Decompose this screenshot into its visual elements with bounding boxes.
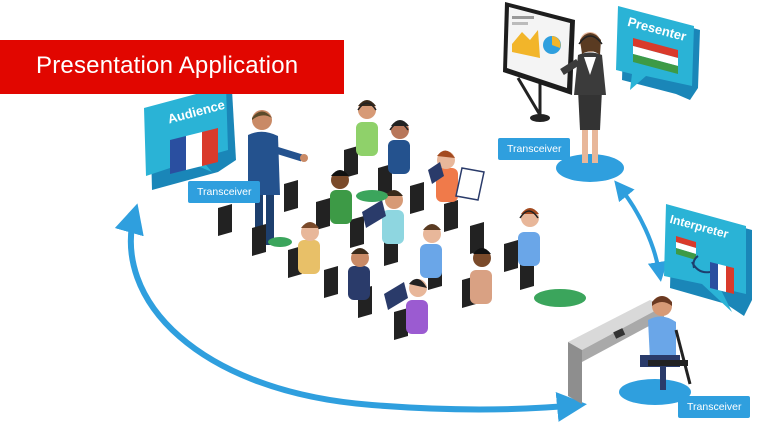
hungary-flag-icon [633,38,678,74]
standing-audience-member [248,110,308,245]
audience-interpreter-arrow [114,203,587,422]
audience-speech-bubble [144,86,236,190]
interpreter-desk [568,296,692,405]
presenter-figure [560,32,606,163]
france-flag-icon [170,128,218,174]
audience-transceiver-label: Transceiver [188,181,261,203]
exchange-arrows-icon [691,255,711,274]
audience-seating [218,100,586,340]
interpreter-transceiver-label: Transceiver [678,396,751,418]
title-banner: Presentation Application [0,40,344,94]
page-title: Presentation Application [36,52,299,79]
presenter-speech-bubble [616,6,700,100]
hungary-france-flags-icon [676,236,734,294]
presenter-interpreter-arrow [614,180,668,282]
presentation-screen-icon [503,2,575,122]
microphone-headset-icon [357,102,539,219]
interpreter-speech-bubble [664,204,752,316]
presenter-transceiver-label: Transceiver [498,138,571,160]
